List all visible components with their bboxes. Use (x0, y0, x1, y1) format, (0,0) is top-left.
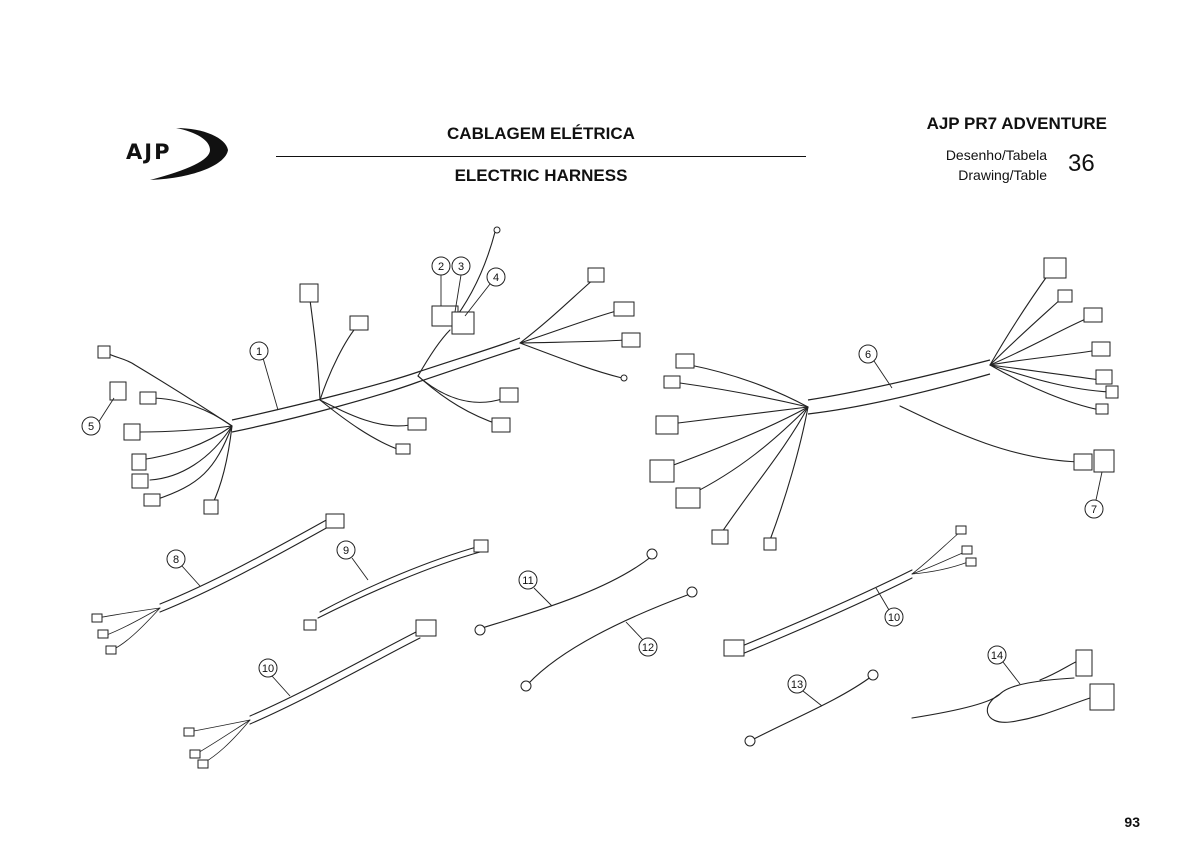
title-divider (276, 156, 806, 157)
callout-9: 9 (336, 540, 369, 581)
ajp-logo: AJP (126, 124, 236, 182)
model-name: AJP PR7 ADVENTURE (926, 114, 1107, 133)
callout-label: 2 (438, 261, 444, 273)
logo-text: AJP (126, 140, 172, 164)
callout-label: 10 (888, 612, 900, 624)
callout-10-left: 10 (258, 658, 291, 697)
table-label-pt: Desenho/Tabela (945, 147, 1047, 163)
callout-1: 1 (249, 341, 279, 411)
callout-label: 5 (88, 421, 94, 433)
part-5-connector-icon (109, 381, 127, 401)
callout-12: 12 (625, 621, 658, 657)
page-title-en: ELECTRIC HARNESS (454, 166, 628, 185)
secondary-harness (649, 257, 1119, 551)
main-harness (97, 226, 641, 515)
callout-4: 4 (464, 267, 506, 317)
page-number: 93 (1124, 814, 1140, 830)
callout-10-right: 10 (875, 587, 904, 627)
ground-cable-12 (520, 586, 698, 692)
callout-5: 5 (81, 397, 115, 436)
callout-6: 6 (858, 344, 893, 389)
callout-label: 1 (256, 346, 262, 358)
page-title-pt: CABLAGEM ELÉTRICA (447, 124, 635, 143)
logo-swoosh-icon (150, 128, 228, 180)
harness-8 (91, 513, 345, 655)
callout-label: 12 (642, 642, 654, 654)
callout-3: 3 (451, 256, 471, 313)
callout-8: 8 (166, 549, 201, 587)
callout-label: 3 (458, 261, 464, 273)
harness-14 (911, 649, 1115, 723)
ground-cable-13 (744, 669, 879, 747)
callout-label: 13 (791, 679, 803, 691)
callout-label: 14 (991, 650, 1003, 662)
callout-13: 13 (787, 674, 823, 707)
harness-10-left (183, 619, 437, 769)
callout-label: 9 (343, 545, 349, 557)
harness-10-right (723, 525, 977, 657)
callout-11: 11 (518, 570, 553, 607)
callout-label: 7 (1091, 504, 1097, 516)
part-7-connector-icon (1093, 449, 1115, 473)
callout-label: 4 (493, 272, 499, 284)
callout-label: 10 (262, 663, 274, 675)
callout-label: 8 (173, 554, 179, 566)
callout-2: 2 (431, 256, 451, 306)
ground-cable-11 (474, 548, 658, 636)
callout-7: 7 (1084, 471, 1104, 519)
table-label-en: Drawing/Table (958, 167, 1047, 183)
callout-14: 14 (987, 645, 1021, 685)
callout-label: 6 (865, 349, 871, 361)
harness-9 (303, 539, 489, 631)
callout-label: 11 (522, 575, 533, 587)
table-number: 36 (1068, 150, 1095, 177)
